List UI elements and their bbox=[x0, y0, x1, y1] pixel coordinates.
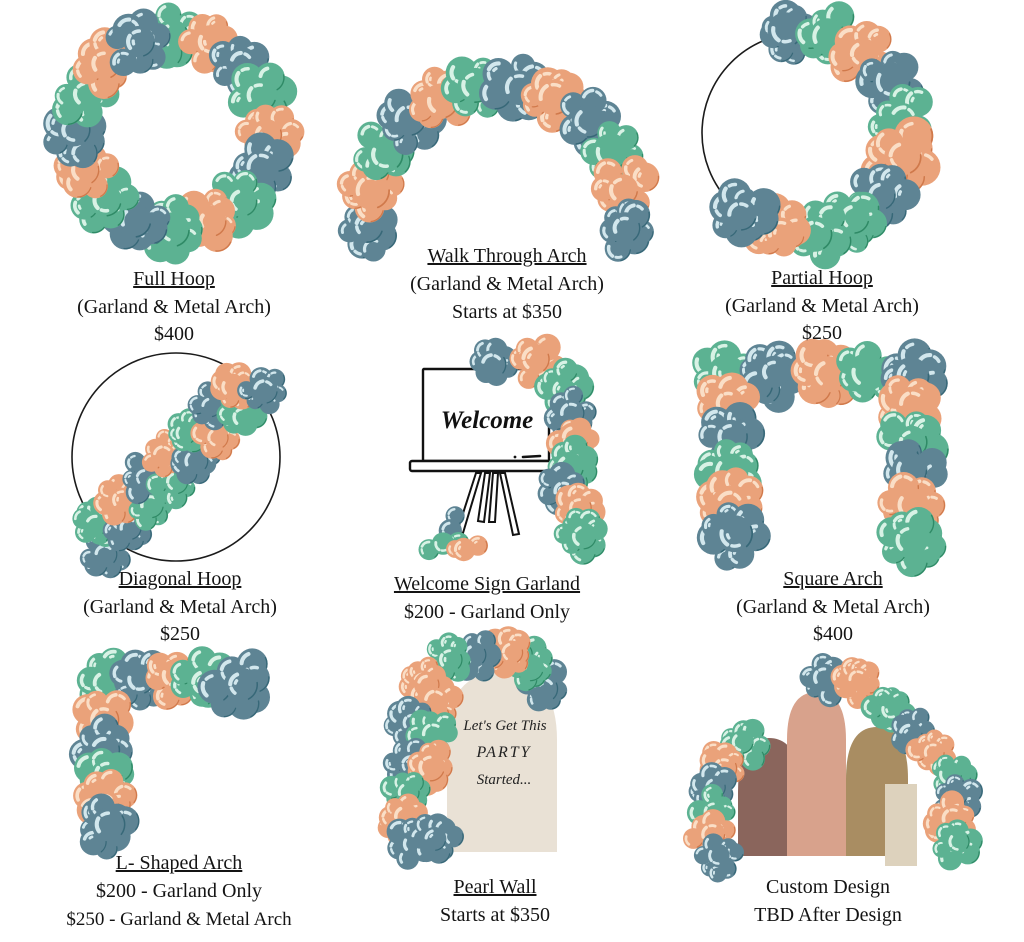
svg-text:(Garland & Metal Arch): (Garland & Metal Arch) bbox=[725, 295, 919, 317]
svg-text:Started...: Started... bbox=[477, 772, 532, 788]
svg-text:(Garland & Metal Arch): (Garland & Metal Arch) bbox=[77, 296, 271, 318]
svg-text:Square Arch: Square Arch bbox=[783, 568, 882, 590]
svg-text:$250 - Garland & Metal Arch: $250 - Garland & Metal Arch bbox=[66, 909, 292, 930]
svg-text:$250: $250 bbox=[802, 322, 842, 344]
svg-text:Welcome Sign Garland: Welcome Sign Garland bbox=[394, 573, 580, 595]
svg-text:$400: $400 bbox=[154, 323, 194, 345]
svg-text:$200 - Garland Only: $200 - Garland Only bbox=[404, 601, 570, 623]
svg-text:Starts at $350: Starts at $350 bbox=[440, 904, 550, 926]
svg-text:Pearl Wall: Pearl Wall bbox=[454, 876, 537, 898]
svg-text:Full Hoop: Full Hoop bbox=[133, 268, 215, 290]
svg-text:$400: $400 bbox=[813, 623, 853, 645]
svg-text:Custom Design: Custom Design bbox=[766, 876, 890, 898]
svg-text:$200 - Garland Only: $200 - Garland Only bbox=[96, 880, 262, 902]
svg-text:L- Shaped Arch: L- Shaped Arch bbox=[116, 852, 243, 874]
svg-text:Diagonal Hoop: Diagonal Hoop bbox=[119, 568, 242, 590]
svg-text:(Garland & Metal Arch): (Garland & Metal Arch) bbox=[410, 273, 604, 295]
svg-text:(Garland & Metal Arch): (Garland & Metal Arch) bbox=[736, 596, 930, 618]
svg-text:TBD After Design: TBD After Design bbox=[754, 904, 902, 926]
svg-text:Let's Get This: Let's Get This bbox=[462, 718, 546, 734]
svg-text:Walk Through Arch: Walk Through Arch bbox=[427, 245, 586, 267]
svg-text:Starts at $350: Starts at $350 bbox=[452, 301, 562, 323]
svg-text:Partial Hoop: Partial Hoop bbox=[771, 267, 873, 289]
svg-text:(Garland & Metal Arch): (Garland & Metal Arch) bbox=[83, 596, 277, 618]
svg-text:PARTY: PARTY bbox=[475, 744, 531, 761]
svg-text:$250: $250 bbox=[160, 623, 200, 645]
svg-text:Welcome: Welcome bbox=[441, 407, 534, 434]
